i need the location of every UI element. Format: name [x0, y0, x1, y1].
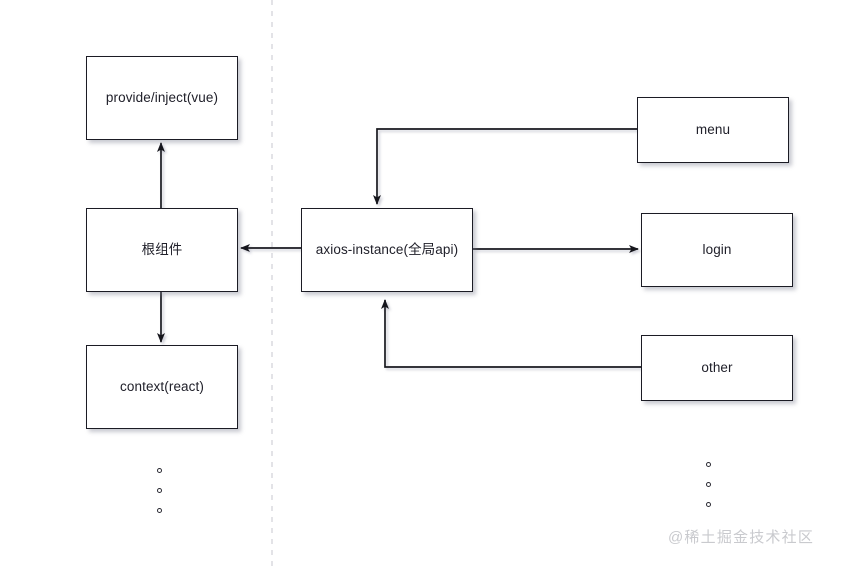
node-login-label: login — [702, 241, 732, 257]
ellipsis-dot — [705, 502, 711, 507]
node-other[interactable]: other — [641, 335, 793, 401]
ellipsis-dot — [156, 488, 162, 493]
node-axios-instance-label: axios-instance(全局api) — [315, 241, 459, 257]
ellipsis-dot — [156, 508, 162, 513]
right-ellipsis — [701, 462, 715, 507]
edge-other-to-axios — [381, 299, 641, 368]
watermark: @稀土掘金技术社区 — [668, 529, 815, 546]
node-root-component-label: 根组件 — [141, 241, 183, 257]
left-ellipsis — [152, 468, 166, 513]
node-menu[interactable]: menu — [637, 97, 789, 163]
edge-menu-to-axios — [373, 128, 637, 205]
ellipsis-dot — [705, 462, 711, 467]
node-context-react-label: context(react) — [120, 378, 204, 394]
node-login[interactable]: login — [641, 213, 793, 287]
node-menu-label: menu — [695, 121, 731, 137]
ellipsis-dot — [156, 468, 162, 473]
ellipsis-dot — [705, 482, 711, 487]
node-context-react[interactable]: context(react) — [86, 345, 238, 429]
node-provide-inject[interactable]: provide/inject(vue) — [86, 56, 238, 140]
node-provide-inject-label: provide/inject(vue) — [105, 89, 219, 105]
node-root-component[interactable]: 根组件 — [86, 208, 238, 292]
node-axios-instance[interactable]: axios-instance(全局api) — [301, 208, 473, 292]
node-other-label: other — [701, 359, 733, 375]
